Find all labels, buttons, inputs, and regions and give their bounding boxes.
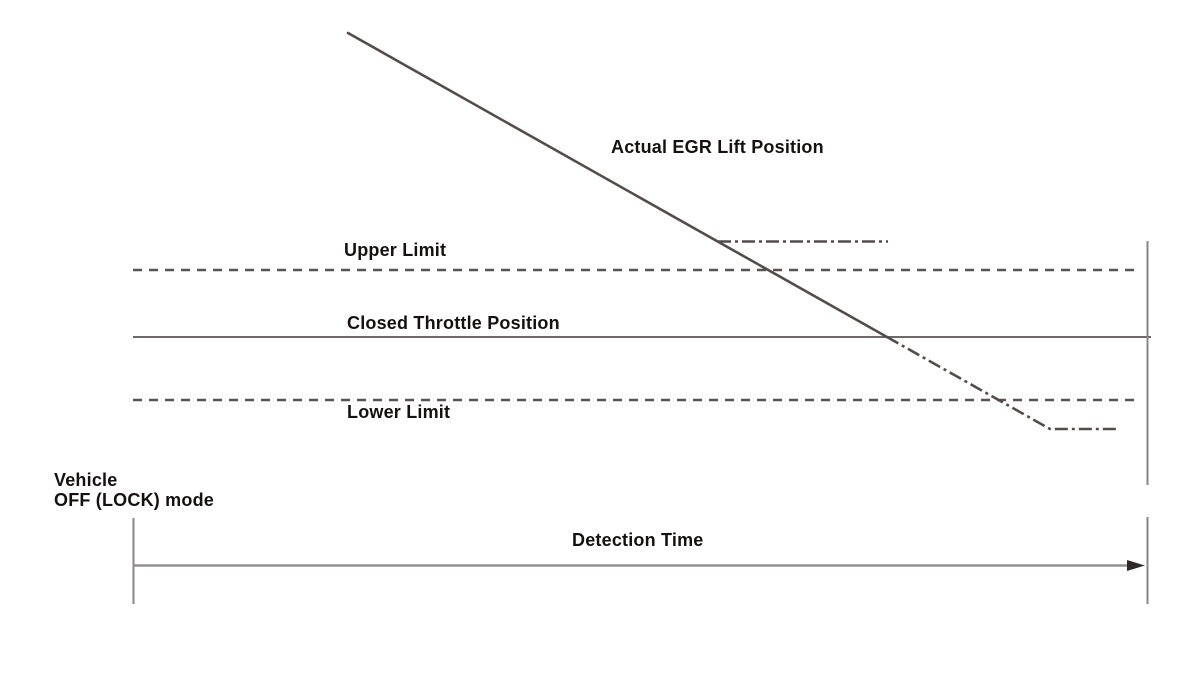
actual-egr-trace-solid [346,31,889,339]
vehicle-mode-label: Vehicle OFF (LOCK) mode [54,470,214,510]
detection-time-arrowhead-icon [1127,560,1145,571]
upper-limit-label: Upper Limit [344,240,447,260]
closed-throttle-position-label: Closed Throttle Position [347,313,560,333]
vehicle-mode-label-line1: Vehicle [54,470,118,490]
actual-egr-lift-position-label: Actual EGR Lift Position [611,137,824,157]
lower-limit-label: Lower Limit [347,402,451,422]
actual-egr-trace-dashdot [886,335,1119,431]
vehicle-mode-label-line2: OFF (LOCK) mode [54,490,214,510]
detection-time-label: Detection Time [572,530,704,550]
